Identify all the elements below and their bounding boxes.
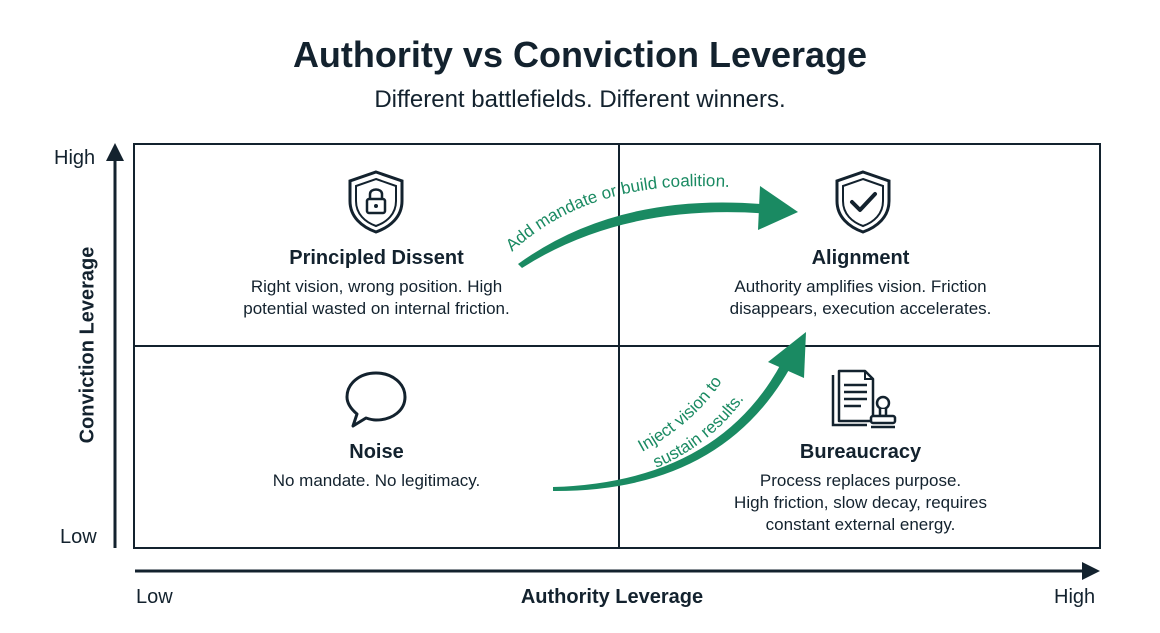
quadrant-title: Noise [349, 441, 404, 463]
quadrant-matrix: Principled Dissent Right vision, wrong p… [133, 143, 1101, 549]
quadrant-description: No mandate. No legitimacy. [272, 471, 481, 490]
x-axis-title: Authority Leverage [520, 586, 704, 608]
quadrant-bureaucracy: Bureaucracy Process replaces purpose. Hi… [620, 441, 1101, 536]
y-axis-arrowhead [106, 143, 124, 161]
shield-lock-icon [345, 169, 407, 240]
top-transition-arrow [518, 186, 798, 268]
quadrant-title: Principled Dissent [289, 247, 464, 269]
shield-check-icon [832, 169, 894, 240]
horizontal-divider [135, 345, 1099, 347]
quadrant-title: Bureaucracy [799, 441, 922, 463]
quadrant-description: Right vision, wrong position. High poten… [243, 277, 510, 318]
quadrant-title: Alignment [811, 247, 910, 269]
documents-stamp-icon [829, 365, 899, 436]
bottom-transition-arrow [553, 332, 806, 492]
quadrant-principled-dissent: Principled Dissent Right vision, wrong p… [135, 247, 618, 320]
speech-bubble-icon [343, 369, 409, 436]
y-axis-high-label: High [54, 147, 96, 169]
x-axis-high-label: High [1054, 586, 1096, 608]
y-axis-low-label: Low [60, 526, 97, 548]
quadrant-alignment: Alignment Authority amplifies vision. Fr… [620, 247, 1101, 320]
page-title: Authority vs Conviction Leverage [292, 34, 868, 75]
x-axis-arrowhead [1082, 562, 1100, 580]
page-subtitle: Different battlefields. Different winner… [374, 86, 786, 113]
quadrant-noise: Noise No mandate. No legitimacy. [135, 441, 618, 492]
x-axis-low-label: Low [136, 586, 173, 608]
quadrant-description: Authority amplifies vision. Friction dis… [729, 277, 992, 318]
quadrant-description: Process replaces purpose. High friction,… [734, 471, 987, 534]
